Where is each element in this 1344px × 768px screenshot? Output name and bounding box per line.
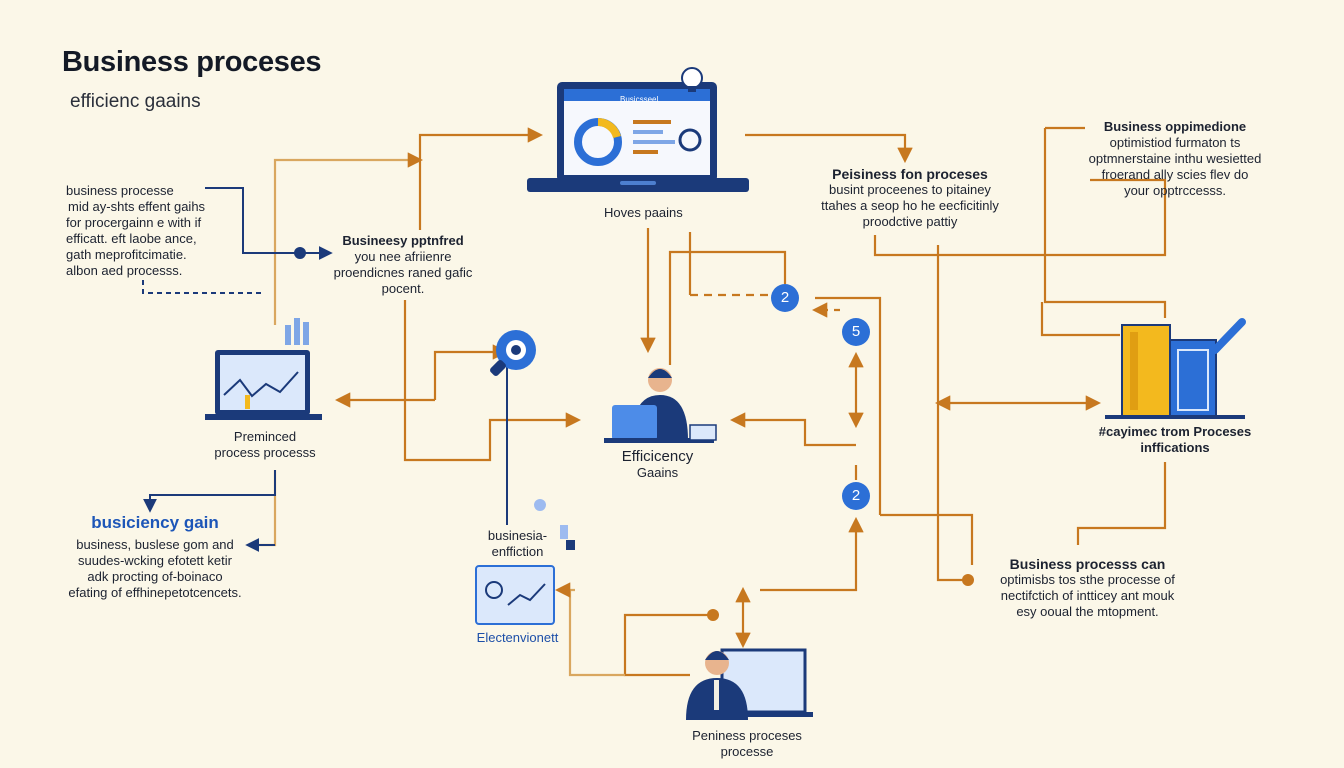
- left-bottom-title: busiciency gain: [91, 513, 219, 532]
- left-top-line: gath meprofitcimatie.: [66, 247, 187, 262]
- page-subtitle: efficienc gaains: [70, 91, 201, 112]
- left-top-line: albon aed processs.: [66, 263, 183, 278]
- small-center-text: businesia- enffiction: [470, 528, 565, 560]
- right-top-mid-line: proodctive pattiy: [862, 214, 958, 229]
- right-bottom-title: Business processs can: [1009, 556, 1166, 572]
- right-mid-text: #cayimec trom Proceses inffications: [1080, 424, 1270, 456]
- right-bottom-line: esy ooual the mtopment.: [1016, 604, 1159, 619]
- laptop-caption: Hoves paains: [604, 205, 683, 220]
- bottom-person-icon: [686, 648, 813, 720]
- left-bottom-text: busiciency gain business, buslese gom an…: [50, 513, 260, 601]
- left-mid-line1: Preminced: [233, 429, 297, 444]
- binders-icon: [1105, 318, 1246, 419]
- mid-top-title: Busineesy pptnfred: [342, 233, 464, 248]
- mid-top-line: pocent.: [381, 281, 425, 296]
- right-bottom-line: nectifctich of intticey ant mouk: [1000, 588, 1175, 603]
- left-bottom-line: adk procting of-boinaco: [87, 569, 223, 584]
- small-monitor-caption: Electenvionett: [476, 630, 559, 645]
- right-top-title: Business oppimedione: [1103, 119, 1247, 134]
- dashboard-laptop-icon: [527, 67, 749, 192]
- step-badge-2: 2: [771, 284, 799, 312]
- left-top-line: for procergainn e with if: [66, 215, 202, 230]
- center-label: Efficicency Gaains: [590, 449, 725, 481]
- left-mid-line2: process processs: [214, 445, 316, 460]
- bottom-person-line1: Peniness proceses: [692, 728, 802, 743]
- small-center-line1: businesia-: [487, 528, 548, 543]
- center-subtitle: Gaains: [636, 465, 679, 480]
- bottom-person-line2: processe: [720, 744, 774, 759]
- right-top-line: froerand ally scies flev do: [1101, 167, 1249, 182]
- right-top-mid-title: Peisiness fon proceses: [832, 166, 988, 182]
- right-mid-line2: inffications: [1140, 440, 1210, 455]
- mid-top-line: you nee afriienre: [354, 249, 452, 264]
- right-top-line: optmnerstaine inthu wesietted: [1088, 151, 1262, 166]
- mid-top-line: proendicnes raned gafic: [333, 265, 473, 280]
- right-top-text: Business oppimedione optimistiod furmato…: [1080, 119, 1270, 199]
- left-bottom-line: suudes-wcking efotett ketir: [78, 553, 232, 568]
- step-badge-2-lower: 2: [842, 482, 870, 510]
- page-title: Business proceses: [62, 46, 322, 78]
- left-bottom-line: efating of effhinepetotcencets.: [68, 585, 242, 600]
- right-top-mid-line: busint proceenes to pitainey: [829, 182, 991, 197]
- right-bottom-line: optimisbs tos sthe processe of: [1000, 572, 1175, 587]
- right-top-line: optimistiod furmaton ts: [1109, 135, 1241, 150]
- center-person-icon: [604, 368, 717, 443]
- right-bottom-text: Business processs can optimisbs tos sthe…: [990, 556, 1185, 620]
- bottom-person-text: Peniness proceses processe: [672, 728, 822, 760]
- right-top-mid-line: ttahes a seop ho he eecficitinly: [821, 198, 999, 213]
- right-mid-line1: #cayimec trom Proceses: [1098, 424, 1252, 439]
- left-top-line: mid ay-shts effent gaihs: [68, 199, 206, 214]
- left-mid-text: Preminced process processs: [185, 429, 345, 461]
- chart-monitor-icon: [205, 318, 322, 420]
- left-top-text: business processe mid ay-shts effent gai…: [66, 183, 241, 279]
- step-badge-5: 5: [842, 318, 870, 346]
- right-top-line: your opptrccesss.: [1124, 183, 1226, 198]
- left-bottom-line: business, buslese gom and: [76, 537, 234, 552]
- laptop-screen-title: Busicsseel: [620, 95, 659, 104]
- left-top-line: efficatt. eft laobe ance,: [66, 231, 197, 246]
- small-center-line2: enffiction: [491, 544, 544, 559]
- small-chart-monitor-icon: [475, 499, 575, 625]
- center-title: Efficicency: [621, 448, 694, 465]
- right-top-mid-text: Peisiness fon proceses busint proceenes …: [800, 166, 1020, 230]
- magnifier-icon: [490, 330, 536, 376]
- left-top-line: business processe: [66, 183, 174, 198]
- mid-top-text: Busineesy pptnfred you nee afriienre pro…: [318, 233, 488, 297]
